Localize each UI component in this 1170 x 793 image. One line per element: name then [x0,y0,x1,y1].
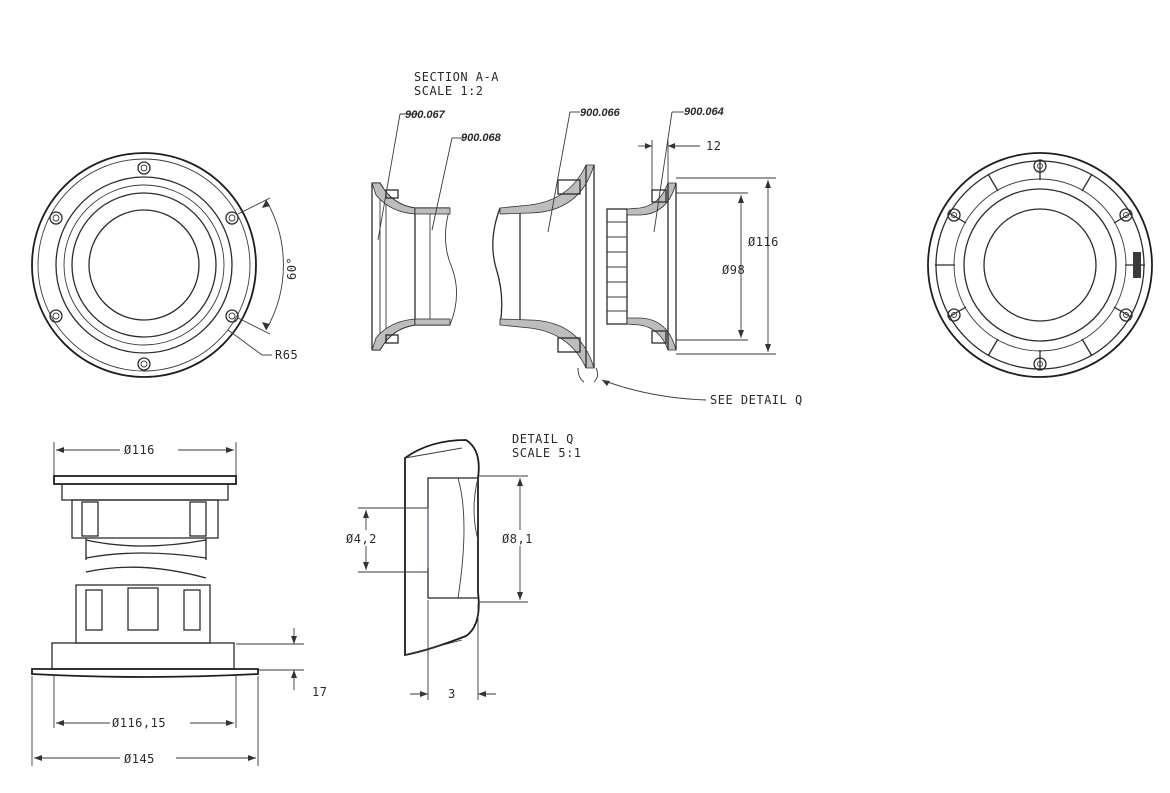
dia-145-label: Ø145 [124,752,155,766]
ref-900-067: 900.067 [405,109,446,121]
ref-900-068: 900.068 [461,132,502,144]
dim-3-label: 3 [448,687,456,701]
part-900-064 [606,182,677,351]
detail-title: DETAIL Q [512,432,574,446]
dim-12-label: 12 [706,139,721,153]
detail-q: DETAIL Q SCALE 5:1 Ø4,2 Ø8,1 3 [344,432,582,701]
ref-900-066: 900.066 [580,107,621,119]
rear-holes [947,159,1133,371]
detail-scale: SCALE 5:1 [512,446,582,460]
front-view-flange: 60° R65 [31,152,299,378]
dia-4-2-label: Ø4,2 [346,532,377,546]
rear-view [927,152,1153,378]
dim-17-label: 17 [312,685,327,699]
radius-dim-label: R65 [275,348,298,362]
dia-116-15-label: Ø116,15 [112,716,166,730]
ref-900-064: 900.064 [684,106,724,118]
side-view: Ø116 17 Ø116,15 [31,441,327,766]
dia-116-top-label: Ø116 [124,443,155,457]
see-detail-label: SEE DETAIL Q [710,393,803,407]
dia-8-1-label: Ø8,1 [502,532,533,546]
section-a-a: SECTION A-A SCALE 1:2 [371,70,803,407]
part-900-067 [371,182,457,351]
section-scale: SCALE 1:2 [414,84,484,98]
section-title: SECTION A-A [414,70,499,84]
bolt-holes [49,161,239,371]
angle-dim-label: 60° [285,257,299,280]
part-900-066 [492,164,599,383]
dia-98-label: Ø98 [722,263,745,277]
dia-116-right-label: Ø116 [748,235,779,249]
